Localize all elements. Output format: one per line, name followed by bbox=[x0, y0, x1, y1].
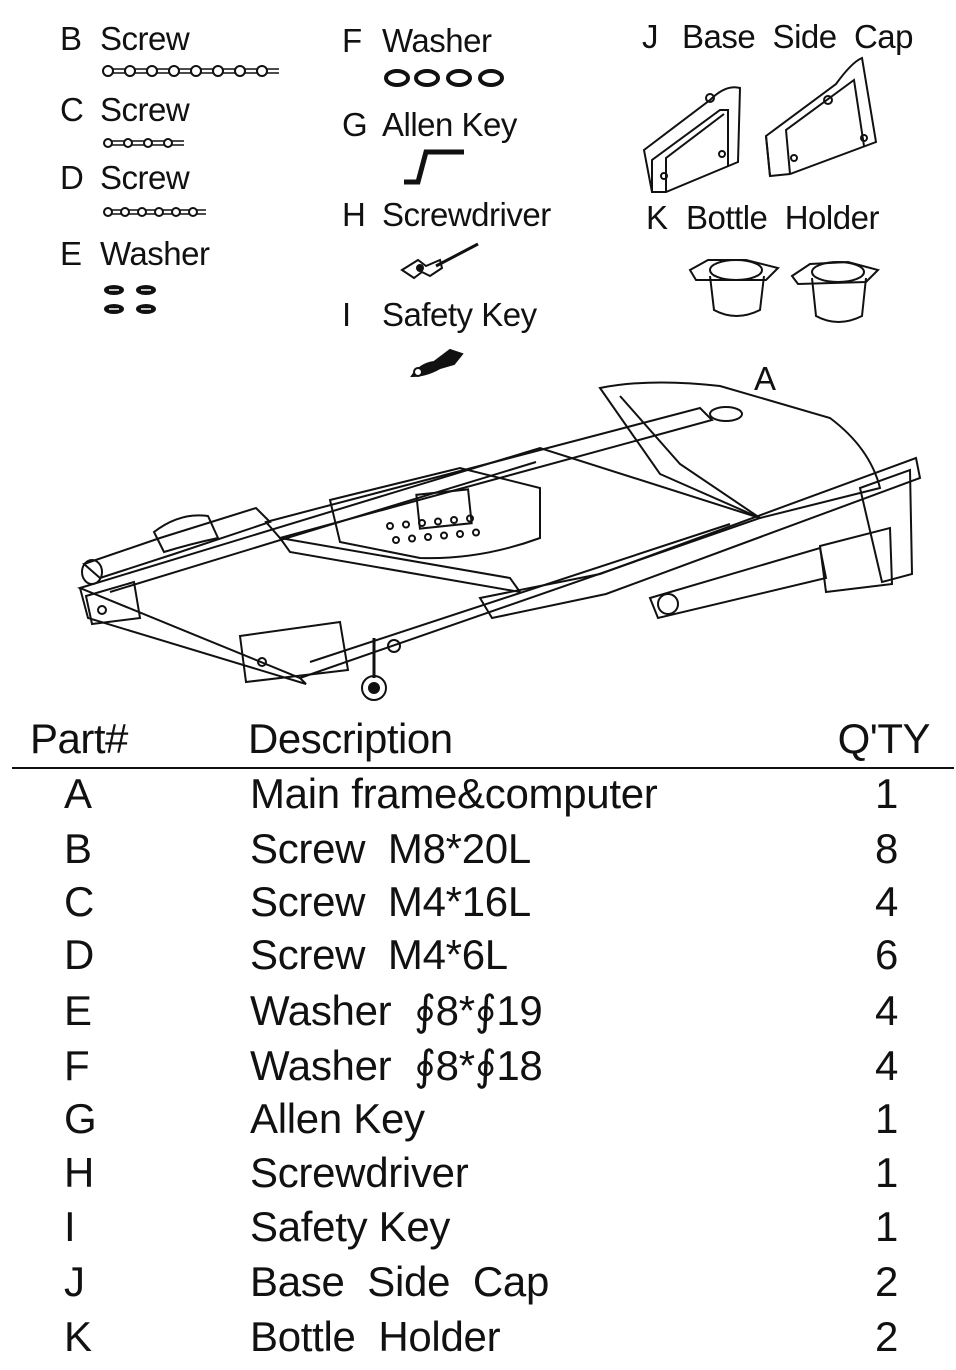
part-description: Screw M4*6L bbox=[250, 931, 508, 978]
legend-label-b: B Screw bbox=[60, 20, 190, 57]
part-number: A bbox=[64, 770, 92, 817]
legend-letter: I bbox=[342, 296, 351, 333]
part-number: D bbox=[64, 931, 95, 978]
table-row: F Washer ∮8*∮18 4 bbox=[0, 1045, 956, 1099]
legend-name: Washer bbox=[382, 22, 492, 59]
legend-letter: H bbox=[342, 196, 366, 233]
legend-letter: E bbox=[60, 235, 82, 272]
table-row: I Safety Key 1 bbox=[0, 1206, 956, 1260]
screw-d-illustration bbox=[103, 207, 206, 217]
part-quantity: 4 bbox=[874, 1042, 898, 1089]
part-description: Screw M4*16L bbox=[250, 878, 531, 925]
screw-c-illustration bbox=[103, 138, 184, 148]
part-quantity: 1 bbox=[874, 770, 898, 817]
legend-label-a: A bbox=[754, 360, 776, 397]
part-quantity: 8 bbox=[874, 825, 898, 872]
table-row: G Allen Key 1 bbox=[0, 1098, 956, 1152]
screw-b-illustration bbox=[102, 65, 279, 77]
part-number: B bbox=[64, 825, 92, 872]
legend-letter: F bbox=[342, 22, 362, 59]
table-row: D Screw M4*6L 6 bbox=[0, 934, 956, 988]
legend-name: Screw bbox=[100, 20, 190, 57]
legend-label-i: I Safety Key bbox=[342, 298, 537, 331]
legend-letter: J bbox=[642, 18, 659, 55]
legend-name: Screw bbox=[100, 159, 190, 196]
legend-name: Safety Key bbox=[382, 296, 537, 333]
legend-label-k: K Bottle Holder bbox=[646, 201, 879, 234]
table-row: K Bottle Holder 2 bbox=[0, 1316, 956, 1370]
part-quantity: 2 bbox=[874, 1313, 898, 1360]
part-description: Screw M8*20L bbox=[250, 825, 531, 872]
table-header-rule bbox=[12, 767, 954, 769]
table-row: B Screw M8*20L 8 bbox=[0, 828, 956, 882]
part-number: F bbox=[64, 1042, 90, 1089]
table-row: H Screwdriver 1 bbox=[0, 1152, 956, 1206]
legend-label-d: D Screw bbox=[60, 159, 190, 196]
legend-letter: B bbox=[60, 20, 82, 57]
header-quantity: Q'TY bbox=[837, 715, 931, 762]
base-side-cap-illustration bbox=[642, 56, 878, 193]
legend-label-g: G Allen Key bbox=[342, 108, 517, 141]
part-number: E bbox=[64, 987, 92, 1034]
part-quantity: 4 bbox=[874, 878, 898, 925]
part-description: Washer ∮8*∮18 bbox=[250, 1042, 543, 1089]
table-row: E Washer ∮8*∮19 4 bbox=[0, 990, 956, 1044]
part-number: H bbox=[64, 1149, 95, 1196]
part-quantity: 1 bbox=[874, 1203, 898, 1250]
table-row: A Main frame&computer 1 bbox=[0, 773, 956, 827]
part-quantity: 1 bbox=[874, 1149, 898, 1196]
header-description: Description bbox=[248, 715, 453, 762]
legend-name: Base Side Cap bbox=[682, 18, 913, 55]
part-quantity: 2 bbox=[874, 1258, 898, 1305]
legend-name: Washer bbox=[100, 235, 210, 272]
legend-name: Screw bbox=[100, 91, 190, 128]
part-number: G bbox=[64, 1095, 97, 1142]
legend-name: Bottle Holder bbox=[686, 199, 879, 236]
bottle-holder-illustration bbox=[688, 259, 880, 323]
table-row: J Base Side Cap 2 bbox=[0, 1261, 956, 1315]
part-quantity: 4 bbox=[874, 987, 898, 1034]
treadmill-main-frame-illustration bbox=[77, 381, 922, 701]
legend-label-f: F Washer bbox=[342, 22, 492, 59]
legend-name: Screwdriver bbox=[382, 196, 551, 233]
part-description: Washer ∮8*∮19 bbox=[250, 987, 543, 1034]
part-quantity: 6 bbox=[874, 931, 898, 978]
part-description: Bottle Holder bbox=[250, 1313, 501, 1360]
part-number: C bbox=[64, 878, 95, 925]
legend-letter: K bbox=[646, 199, 668, 236]
screwdriver-illustration bbox=[400, 242, 479, 280]
part-description: Safety Key bbox=[250, 1203, 451, 1250]
legend-label-e: E Washer bbox=[60, 235, 210, 272]
part-number: J bbox=[64, 1258, 85, 1305]
part-description: Allen Key bbox=[250, 1095, 425, 1142]
part-description: Base Side Cap bbox=[250, 1258, 550, 1305]
header-part-number: Part# bbox=[30, 715, 128, 762]
part-description: Main frame&computer bbox=[250, 770, 658, 817]
safety-key-illustration bbox=[410, 348, 464, 378]
part-number: I bbox=[64, 1203, 76, 1250]
legend-label-h: H Screwdriver bbox=[342, 198, 551, 231]
legend-label-j: J Base Side Cap bbox=[642, 20, 913, 53]
legend-letter: D bbox=[60, 159, 84, 196]
washer-f-illustration bbox=[384, 69, 504, 87]
legend-letter: C bbox=[60, 91, 84, 128]
legend-label-c: C Screw bbox=[60, 91, 190, 128]
table-row: C Screw M4*16L 4 bbox=[0, 881, 956, 935]
legend-letter: G bbox=[342, 106, 368, 143]
part-quantity: 1 bbox=[874, 1095, 898, 1142]
allen-key-illustration bbox=[404, 149, 464, 185]
part-number: K bbox=[64, 1313, 92, 1360]
legend-name: Allen Key bbox=[382, 106, 517, 143]
washer-e-illustration bbox=[104, 285, 156, 314]
part-description: Screwdriver bbox=[250, 1149, 469, 1196]
